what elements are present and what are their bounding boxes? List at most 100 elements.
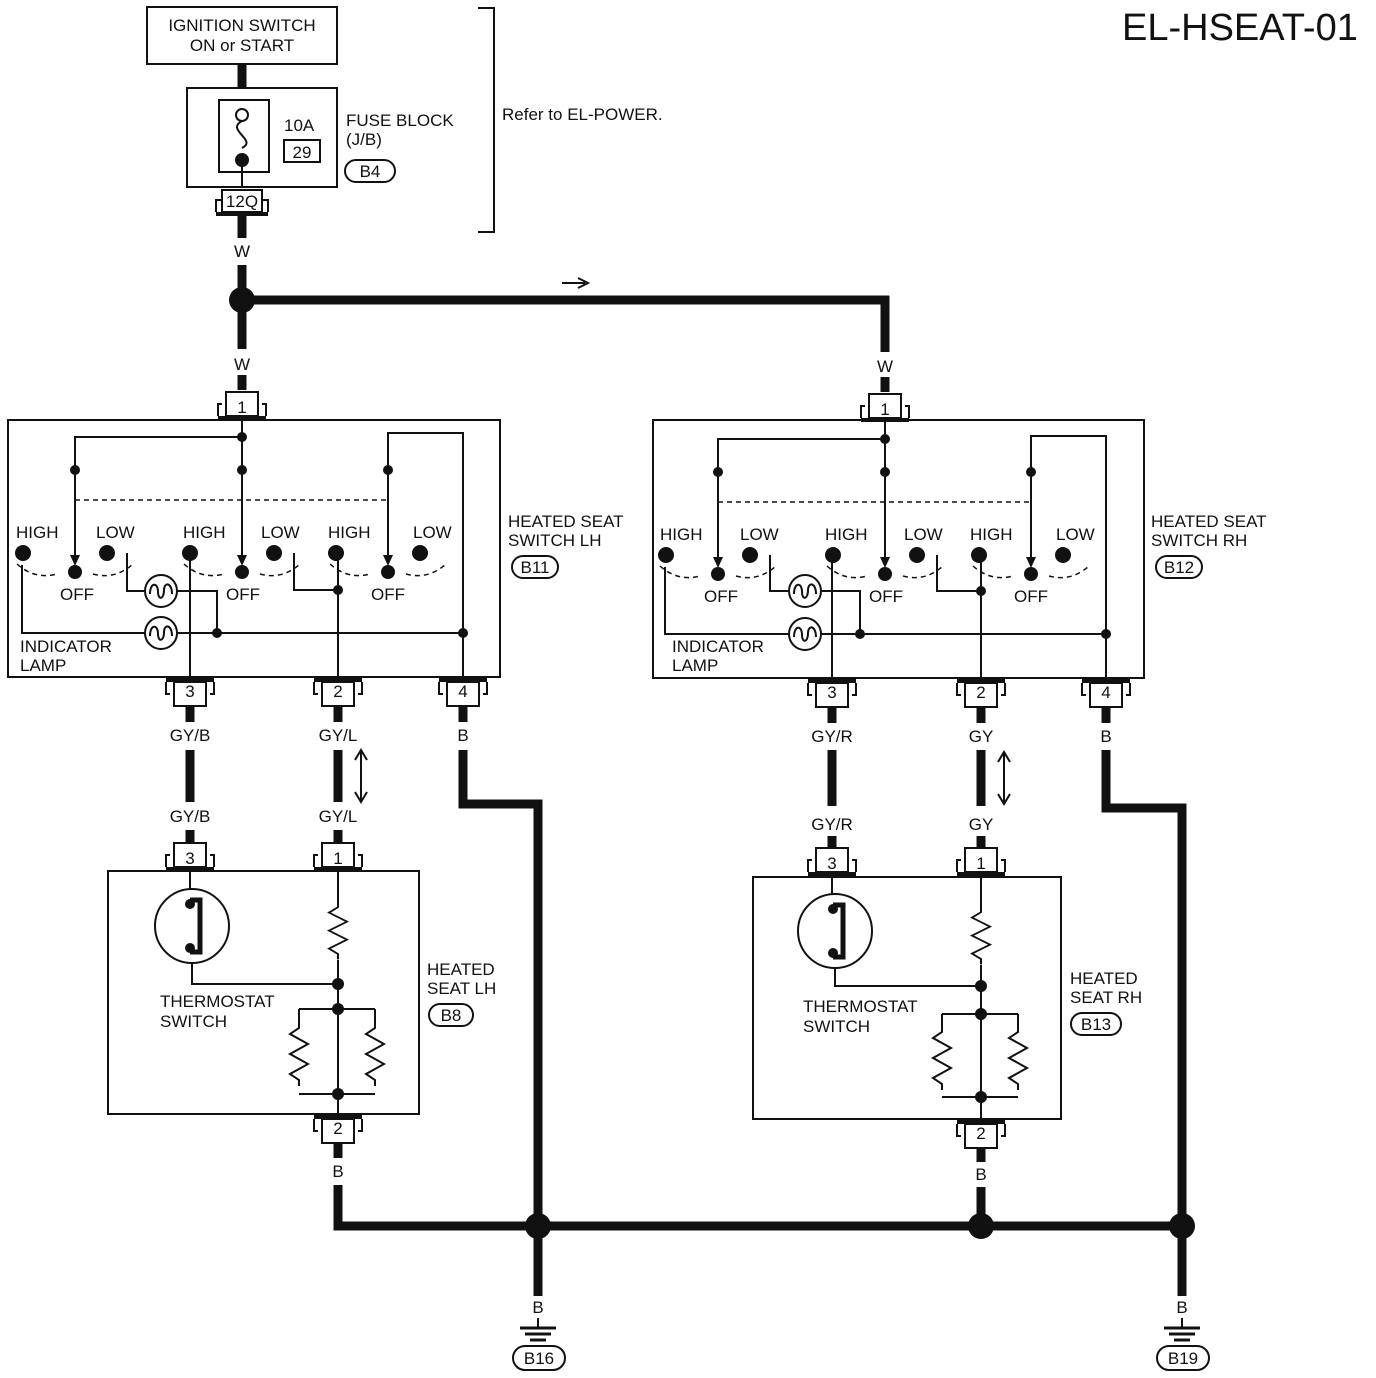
refer-note: Refer to EL-POWER. — [502, 105, 663, 124]
thermostat-switch-icon — [154, 888, 230, 964]
wire-color-b-lh-sw: B — [457, 726, 468, 745]
switch-rh-connector: B12 — [1164, 558, 1194, 577]
rh-indicator-label-2: LAMP — [672, 656, 718, 675]
fuse-block-connector: B4 — [360, 162, 381, 181]
swap-arrow-rh — [997, 750, 1011, 806]
rh-off-1: OFF — [704, 587, 738, 606]
switch-rh-pin-2: 2 — [976, 683, 985, 702]
ignition-label-2: ON or START — [190, 36, 294, 55]
thermostat-lh-label-1: THERMOSTAT — [160, 992, 275, 1011]
thermostat-lh-label-2: SWITCH — [160, 1012, 227, 1031]
wire-color-gyl-bottom: GY/L — [319, 807, 358, 826]
rh-off-2: OFF — [869, 587, 903, 606]
wire-color-b-ground-rh: B — [1176, 1298, 1187, 1317]
ground-rh-badge — [1156, 1345, 1210, 1371]
wire-color-w-top: W — [234, 242, 250, 261]
seat-lh-pin-2: 2 — [333, 1119, 342, 1138]
seat-rh-pin-1: 1 — [976, 854, 985, 873]
lh-off-3: OFF — [371, 585, 405, 604]
fuse-terminal: 12Q — [215, 189, 269, 216]
wire-color-w-rh: W — [877, 357, 893, 376]
seat-lh-connector: B8 — [441, 1006, 462, 1025]
wire-color-w-lh: W — [234, 355, 250, 374]
switch-lh-connector-badge — [511, 555, 559, 579]
fuse-block-label-1: FUSE BLOCK — [346, 111, 454, 130]
splice-ground-mid — [968, 1213, 994, 1239]
lh-low-1: LOW — [96, 523, 135, 542]
fuse-block-label-2: (J/B) — [346, 130, 382, 149]
seat-rh-connector: B13 — [1081, 1015, 1111, 1034]
fuse-terminal-label: 12Q — [226, 192, 258, 211]
heated-seat-rh: 3 1 2 — [752, 847, 1062, 1149]
switch-rh-connector-badge — [1155, 555, 1203, 579]
seat-lh-name-2: SEAT LH — [427, 979, 496, 998]
lh-off-2: OFF — [226, 585, 260, 604]
switch-lh-name-1: HEATED SEAT — [508, 512, 624, 531]
wire-color-gyr-top: GY/R — [811, 727, 853, 746]
rh-off-3: OFF — [1014, 587, 1048, 606]
switch-rh-pin-3: 3 — [827, 683, 836, 702]
wire-color-b-ground-lh: B — [532, 1298, 543, 1317]
wire-color-gy-top: GY — [969, 727, 994, 746]
rh-indicator-label-1: INDICATOR — [672, 637, 764, 656]
seat-rh-connector-badge — [1070, 1012, 1122, 1036]
thermostat-switch-icon — [797, 893, 873, 969]
fuse-block-connector-badge — [344, 159, 396, 183]
fuse-block: 10A 29 — [186, 87, 338, 188]
rh-high-3: HIGH — [970, 525, 1013, 544]
lh-low-3: LOW — [413, 523, 452, 542]
rh-high-2: HIGH — [825, 525, 868, 544]
wire-color-gyb-top: GY/B — [170, 726, 211, 745]
lh-off-1: OFF — [60, 585, 94, 604]
switch-lh-connector: B11 — [521, 558, 550, 577]
switch-lh-name-2: SWITCH LH — [508, 531, 602, 550]
ignition-switch-box: IGNITION SWITCH ON or START — [146, 6, 338, 65]
seat-lh-connector-badge — [428, 1003, 474, 1027]
ground-lh-badge — [512, 1345, 566, 1371]
wire-color-gy-bottom: GY — [969, 815, 994, 834]
wire-color-b-seat-rh: B — [975, 1165, 986, 1184]
rh-high-1: HIGH — [660, 525, 703, 544]
seat-rh-name-1: HEATED — [1070, 969, 1138, 988]
rh-low-3: LOW — [1056, 525, 1095, 544]
switch-lh-pin-4: 4 — [458, 682, 467, 701]
seat-lh-pin-3: 3 — [185, 849, 194, 868]
ground-icon — [1164, 1318, 1200, 1342]
switch-rh-name-1: HEATED SEAT — [1151, 512, 1267, 531]
heated-seat-switch-rh: 1 HIGH LOW HIGH LOW HIGH LOW OFF OFF OFF — [652, 393, 1145, 708]
thermostat-rh-label-1: THERMOSTAT — [803, 997, 918, 1016]
refer-bracket — [478, 7, 495, 233]
rh-low-1: LOW — [740, 525, 779, 544]
ground-lh-connector: B16 — [524, 1349, 554, 1368]
seat-rh-name-2: SEAT RH — [1070, 988, 1142, 1007]
switch-rh-pin-4: 4 — [1101, 683, 1110, 702]
wire-color-b-seat-lh: B — [332, 1162, 343, 1181]
seat-lh-name-1: HEATED — [427, 960, 495, 979]
seat-rh-pin-3: 3 — [827, 854, 836, 873]
fuse-number: 29 — [293, 143, 312, 162]
diagram-id: EL-HSEAT-01 — [1122, 7, 1358, 49]
wire-color-gyb-bottom: GY/B — [170, 807, 211, 826]
ground-rh-connector: B19 — [1168, 1349, 1198, 1368]
switch-rh-pin-1: 1 — [880, 400, 889, 419]
wire-color-b-rh-sw: B — [1100, 727, 1111, 746]
thermostat-rh-label-2: SWITCH — [803, 1017, 870, 1036]
lh-high-2: HIGH — [183, 523, 226, 542]
swap-arrow-lh — [354, 748, 368, 804]
indicator-lamp-icon — [788, 574, 822, 651]
ground-icon — [520, 1318, 556, 1342]
switch-rh-name-2: SWITCH RH — [1151, 531, 1247, 550]
wire-color-gyl-top: GY/L — [319, 726, 358, 745]
lh-high-3: HIGH — [328, 523, 371, 542]
heated-seat-switch-lh: 1 HIGH LOW HIGH LOW HIGH LOW OFF OFF OFF — [7, 391, 501, 707]
lh-indicator-label-1: INDICATOR — [20, 637, 112, 656]
switch-lh-pin-2: 2 — [333, 682, 342, 701]
seat-lh-pin-1: 1 — [333, 849, 342, 868]
heated-seat-lh: 3 1 2 — [107, 842, 420, 1144]
seat-rh-pin-2: 2 — [976, 1124, 985, 1143]
fuse-amp: 10A — [284, 116, 315, 135]
switch-lh-pin-1: 1 — [237, 398, 246, 417]
lh-high-1: HIGH — [16, 523, 59, 542]
wire-color-gyr-bottom: GY/R — [811, 815, 853, 834]
